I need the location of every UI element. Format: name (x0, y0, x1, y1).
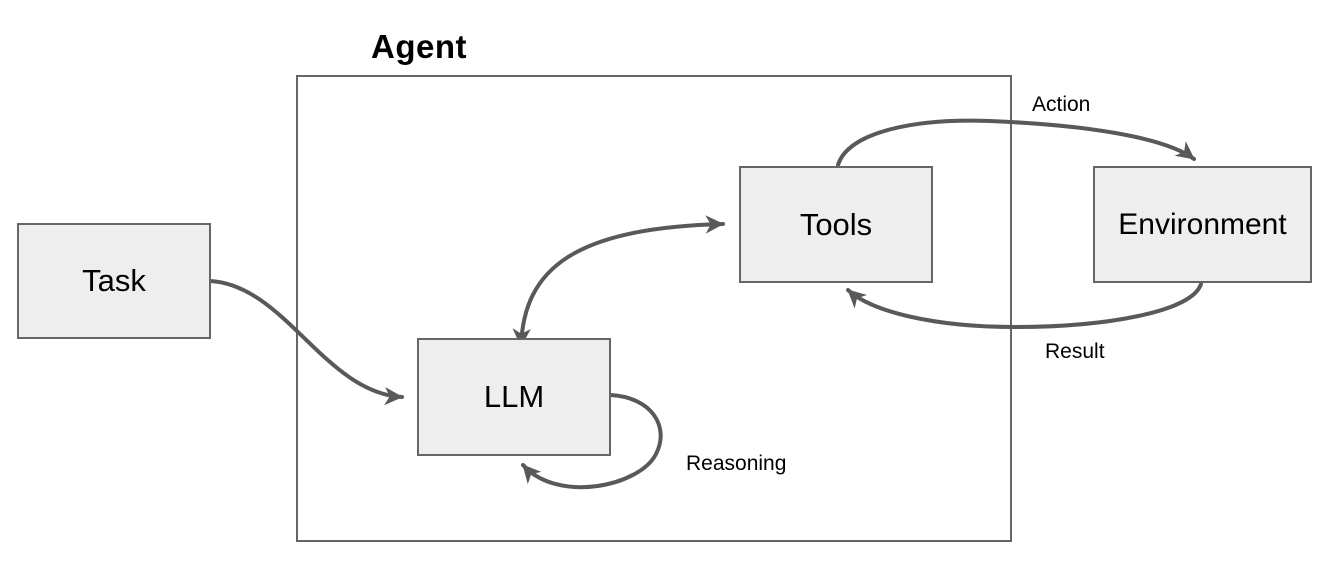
agent-container-title: Agent (371, 28, 467, 65)
agent-container-frame (296, 75, 1012, 542)
node-tools-label: Tools (799, 206, 873, 242)
edge-label-action: Action (1032, 93, 1091, 116)
node-llm: LLM (417, 338, 611, 456)
node-llm-label: LLM (483, 379, 545, 414)
node-environment: Environment (1093, 166, 1312, 283)
node-task: Task (17, 223, 211, 339)
node-tools: Tools (739, 166, 933, 283)
node-environment-label: Environment (1118, 207, 1287, 241)
node-task-label: Task (82, 263, 146, 298)
edge-label-result: Result (1045, 340, 1105, 363)
edge-label-reasoning: Reasoning (686, 452, 787, 475)
